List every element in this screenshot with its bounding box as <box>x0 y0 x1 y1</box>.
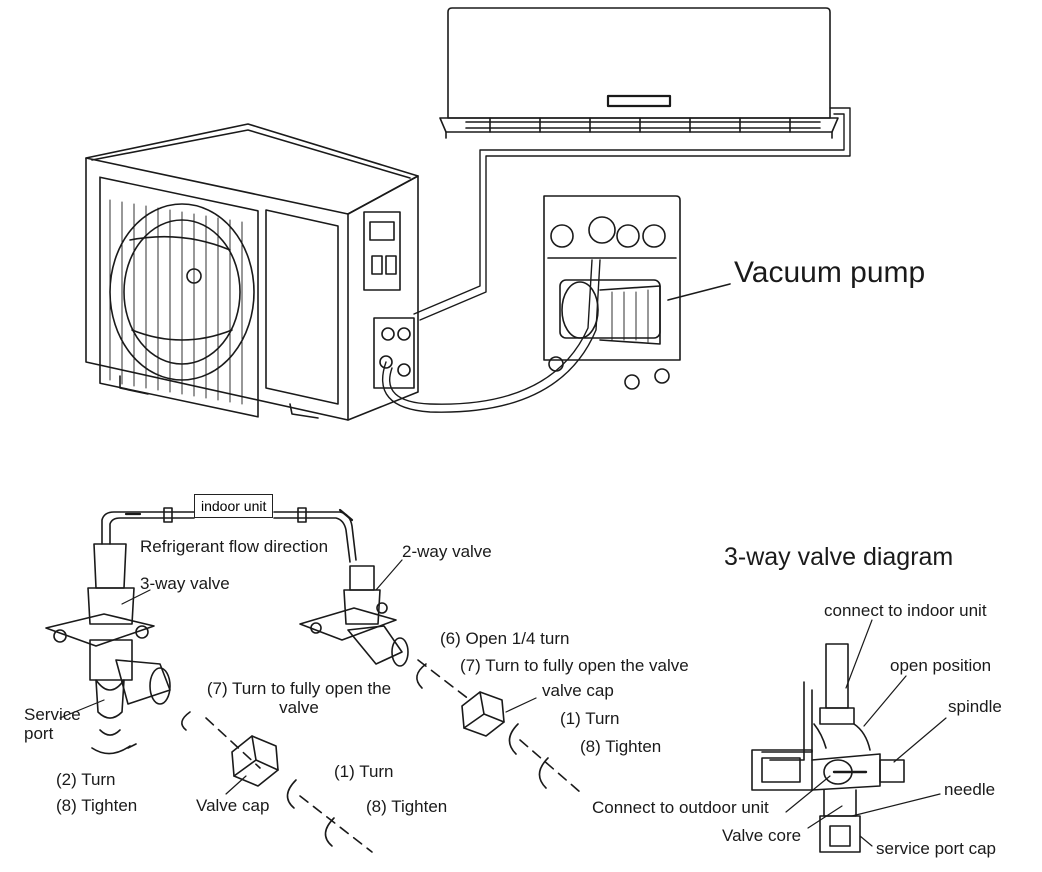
three-way-valve-label: 3-way valve <box>140 574 230 593</box>
needle-label: needle <box>944 780 996 799</box>
left-fully-open-label: (7) Turn to fully open the valve <box>206 679 392 717</box>
refrigerant-flow-label: Refrigerant flow direction <box>140 537 329 556</box>
indoor-unit-box-label: indoor unit <box>194 494 274 518</box>
right-valve-cap-label: valve cap <box>542 681 614 700</box>
vacuum-pump-drawing <box>543 195 731 390</box>
left-cap-turn-label: (1) Turn <box>334 762 394 781</box>
left-valve-cap-label: Valve cap <box>196 796 270 815</box>
right-cap-turn-label: (1) Turn <box>560 709 620 728</box>
two-way-valve-drawing <box>299 565 581 793</box>
spindle-label: spindle <box>948 697 1002 716</box>
three-way-cross-section <box>751 619 947 853</box>
three-way-valve-drawing <box>45 543 171 755</box>
service-port-label: Service port <box>24 705 81 743</box>
left-valve-cap-drawing <box>181 711 373 853</box>
left-cap-tighten-label: (8) Tighten <box>366 797 448 816</box>
right-fully-open-label: (7) Turn to fully open the valve <box>460 656 689 675</box>
three-way-diagram-title: 3-way valve diagram <box>724 543 954 571</box>
two-way-valve-label: 2-way valve <box>402 542 492 561</box>
left-turn-label: (2) Turn <box>56 770 116 789</box>
valve-core-label: Valve core <box>722 826 802 845</box>
connect-indoor-label: connect to indoor unit <box>824 601 987 620</box>
left-tighten-label: (8) Tighten <box>56 796 138 815</box>
right-open-quarter-label: (6) Open 1/4 turn <box>440 629 570 648</box>
pipe-indoor <box>419 107 851 321</box>
hose-to-pump <box>381 259 601 413</box>
indoor-unit-drawing <box>439 7 839 139</box>
open-position-label: open position <box>890 656 992 675</box>
vacuum-pump-label: Vacuum pump <box>734 256 926 289</box>
connect-outdoor-label: Connect to outdoor unit <box>592 798 769 817</box>
pipe-loop <box>101 507 357 563</box>
outdoor-unit-drawing <box>85 123 419 421</box>
service-port-cap-label: service port cap <box>876 839 996 858</box>
right-cap-tighten-label: (8) Tighten <box>580 737 662 756</box>
